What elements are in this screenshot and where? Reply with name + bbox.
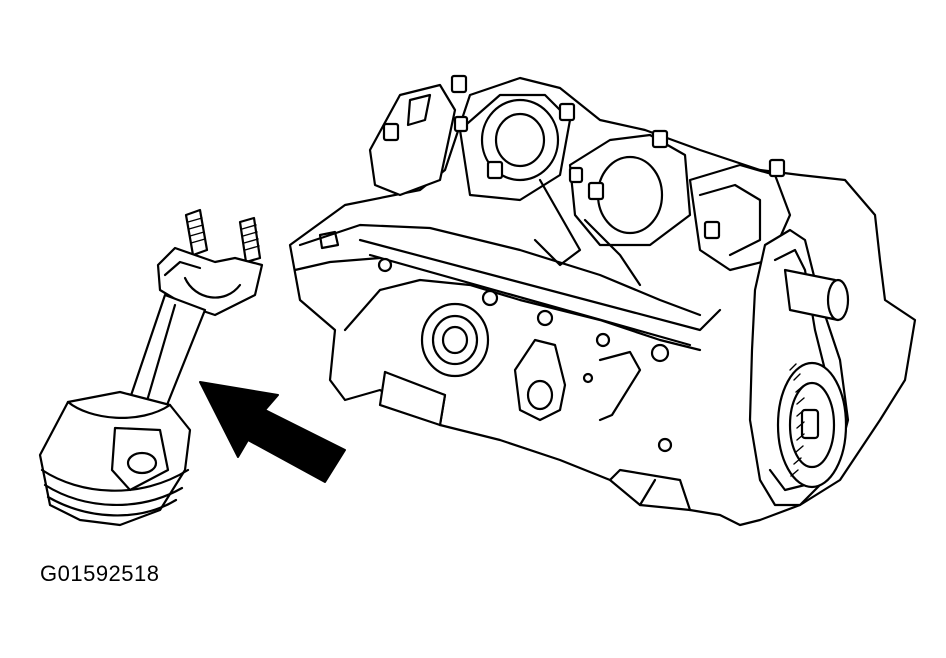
figure-id-label: G01592518 [40, 561, 160, 586]
piston-and-connecting-rod [38, 208, 264, 527]
installation-arrow [199, 381, 346, 483]
timing-sprocket-and-chain [748, 228, 850, 507]
block-ports [318, 230, 673, 453]
main-cap-bolts [382, 74, 786, 240]
